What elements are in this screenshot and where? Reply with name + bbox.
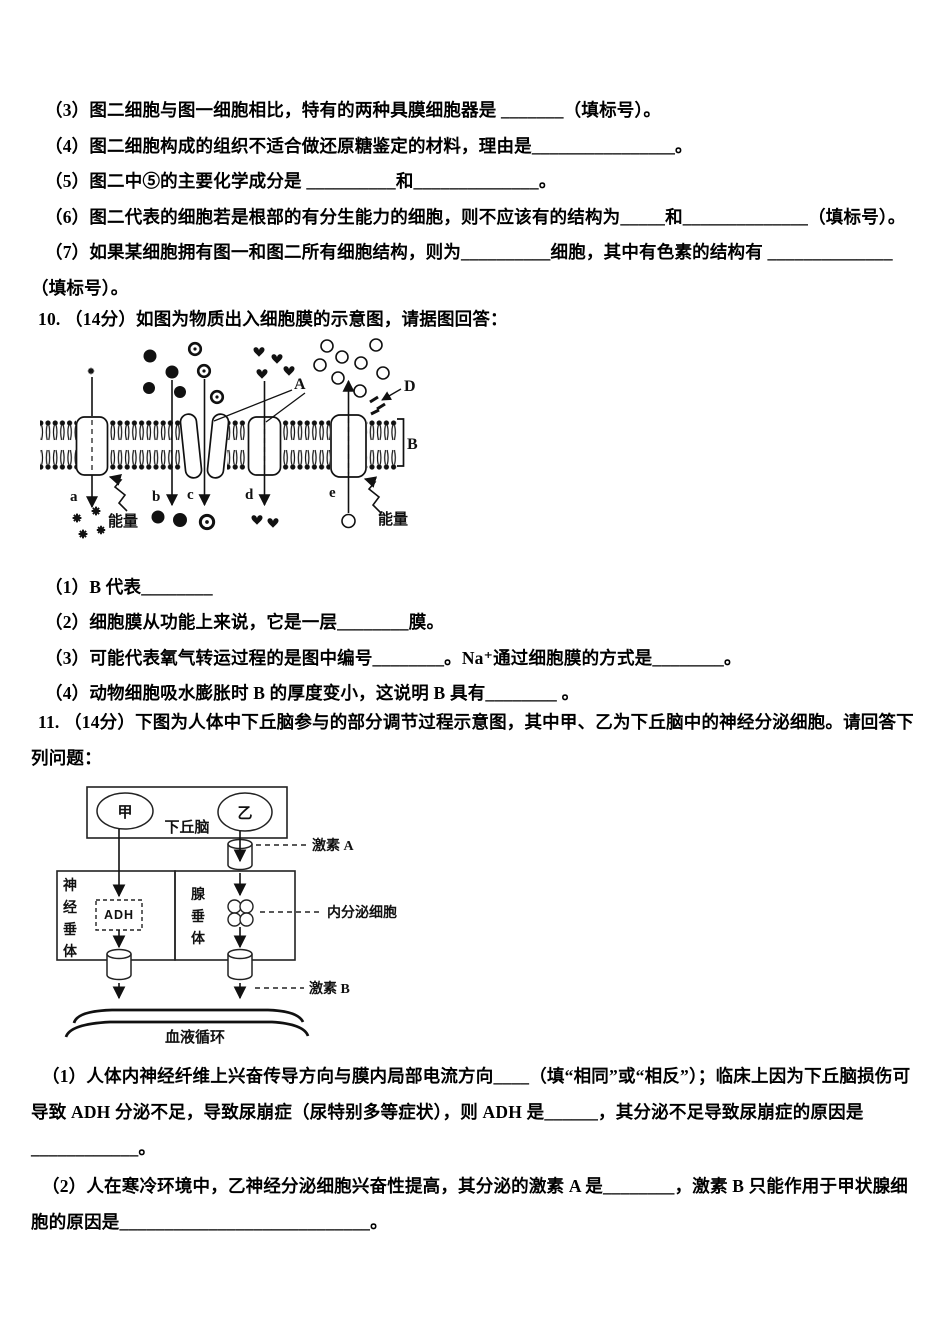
q9-item-4: （4）图二细胞构成的组织不适合做还原糖鉴定的材料，理由是____________…: [45, 135, 693, 156]
q10-sub-2: （2）细胞膜从功能上来说，它是一层________膜。: [45, 612, 445, 632]
hypothalamus-label: 下丘脑: [164, 818, 209, 836]
endocrine-cell-cluster: [227, 899, 254, 927]
svg-text:腺: 腺: [191, 886, 206, 903]
svg-text:神: 神: [63, 877, 77, 894]
q11-sub-1: （1）人体内神经纤维上兴奋传导方向与膜内局部电流方向____（填“相同”或“相反…: [31, 1066, 911, 1158]
hormone-a-label: 激素 A: [312, 837, 354, 854]
pathway-d: [251, 347, 295, 528]
membrane-transport-diagram: a b c d e A B D 能量 能量: [40, 338, 418, 540]
q10-sub-3: （3）可能代表氧气转运过程的是图中编号________。Na⁺通过细胞膜的方式是…: [45, 648, 742, 668]
svg-text:垂: 垂: [63, 921, 77, 938]
membrane-bracket: [397, 418, 405, 467]
pathway-label-e: e: [329, 485, 336, 501]
hypothalamus-box: [86, 786, 288, 839]
svg-text:体: 体: [191, 930, 206, 947]
q9-item-6: （6）图二代表的细胞若是根部的有分生能力的细胞，则不应该有的结构为_____和_…: [45, 206, 906, 227]
carrier-protein-a: [75, 416, 109, 476]
pathway-e: [313, 338, 390, 529]
cell-yi-label: 乙: [237, 806, 252, 822]
molecule-d-particles: [369, 395, 386, 416]
cell-jia-label: 甲: [117, 804, 132, 821]
secretory-vesicle-left: [106, 948, 132, 981]
pathway-label-a: a: [70, 489, 78, 505]
neurosecretory-cell-jia: [96, 792, 154, 830]
blood-vessel: [64, 1008, 310, 1038]
q10-sub-4: （4）动物细胞吸水膨胀时 B 的厚度变小，这说明 B 具有________ 。: [45, 683, 580, 703]
protein-label-A: A: [294, 376, 306, 393]
pathway-label-d: d: [245, 487, 254, 503]
label-pointer-lines: [213, 388, 402, 423]
secretory-vesicle-right: [227, 948, 253, 981]
neurohypophysis-label: 神 经 垂 体: [63, 877, 78, 960]
svg-text:垂: 垂: [191, 908, 205, 925]
q9-item-5: （5）图二中⑤的主要化学成分是 __________和_____________…: [45, 171, 557, 191]
q9-item-3: （3）图二细胞与图一细胞相比，特有的两种具膜细胞器是 _______（填标号）。: [45, 100, 662, 120]
pathway-a: [71, 367, 128, 540]
svg-text:体: 体: [63, 943, 78, 960]
blood-circulation-label: 血液循环: [165, 1028, 225, 1046]
q10-stem: 10. （14分）如图为物质出入细胞膜的示意图，请据图回答：: [38, 309, 508, 329]
phospholipid-bilayer: [40, 420, 397, 470]
pathway-label-b: b: [152, 489, 160, 505]
q10-sub-1: （1）B 代表________: [45, 577, 213, 597]
q11-sub-2: （2）人在寒冷环境中，乙神经分泌细胞兴奋性提高，其分泌的激素 A 是______…: [31, 1176, 908, 1232]
q11-stem: 11. （14分）下图为人体中下丘脑参与的部分调节过程示意图，其中甲、乙为下丘脑…: [31, 712, 914, 768]
neurosecretory-cell-yi: [217, 792, 273, 832]
hypothalamus-regulation-diagram: 甲 乙 下丘脑 神 经 垂 体 腺 垂 体 ADH: [56, 786, 397, 1046]
energy-label-left: 能量: [108, 512, 138, 530]
energy-label-right: 能量: [378, 510, 408, 528]
hormone-b-label: 激素 B: [309, 980, 350, 997]
svg-text:经: 经: [63, 899, 77, 916]
pathway-c: [187, 341, 225, 531]
channel-protein-c: [179, 413, 230, 479]
pathway-label-c: c: [187, 487, 194, 503]
pathway-b: [143, 349, 187, 527]
q9-item-7: （7）如果某细胞拥有图一和图二所有细胞结构，则为__________细胞，其中有…: [31, 242, 893, 298]
adh-label: ADH: [104, 908, 134, 922]
endocrine-cells-label: 内分泌细胞: [327, 904, 397, 921]
molecule-label-D: D: [404, 378, 416, 395]
bilayer-label-B: B: [407, 436, 418, 453]
adenohypophysis-label: 腺 垂 体: [191, 886, 206, 947]
